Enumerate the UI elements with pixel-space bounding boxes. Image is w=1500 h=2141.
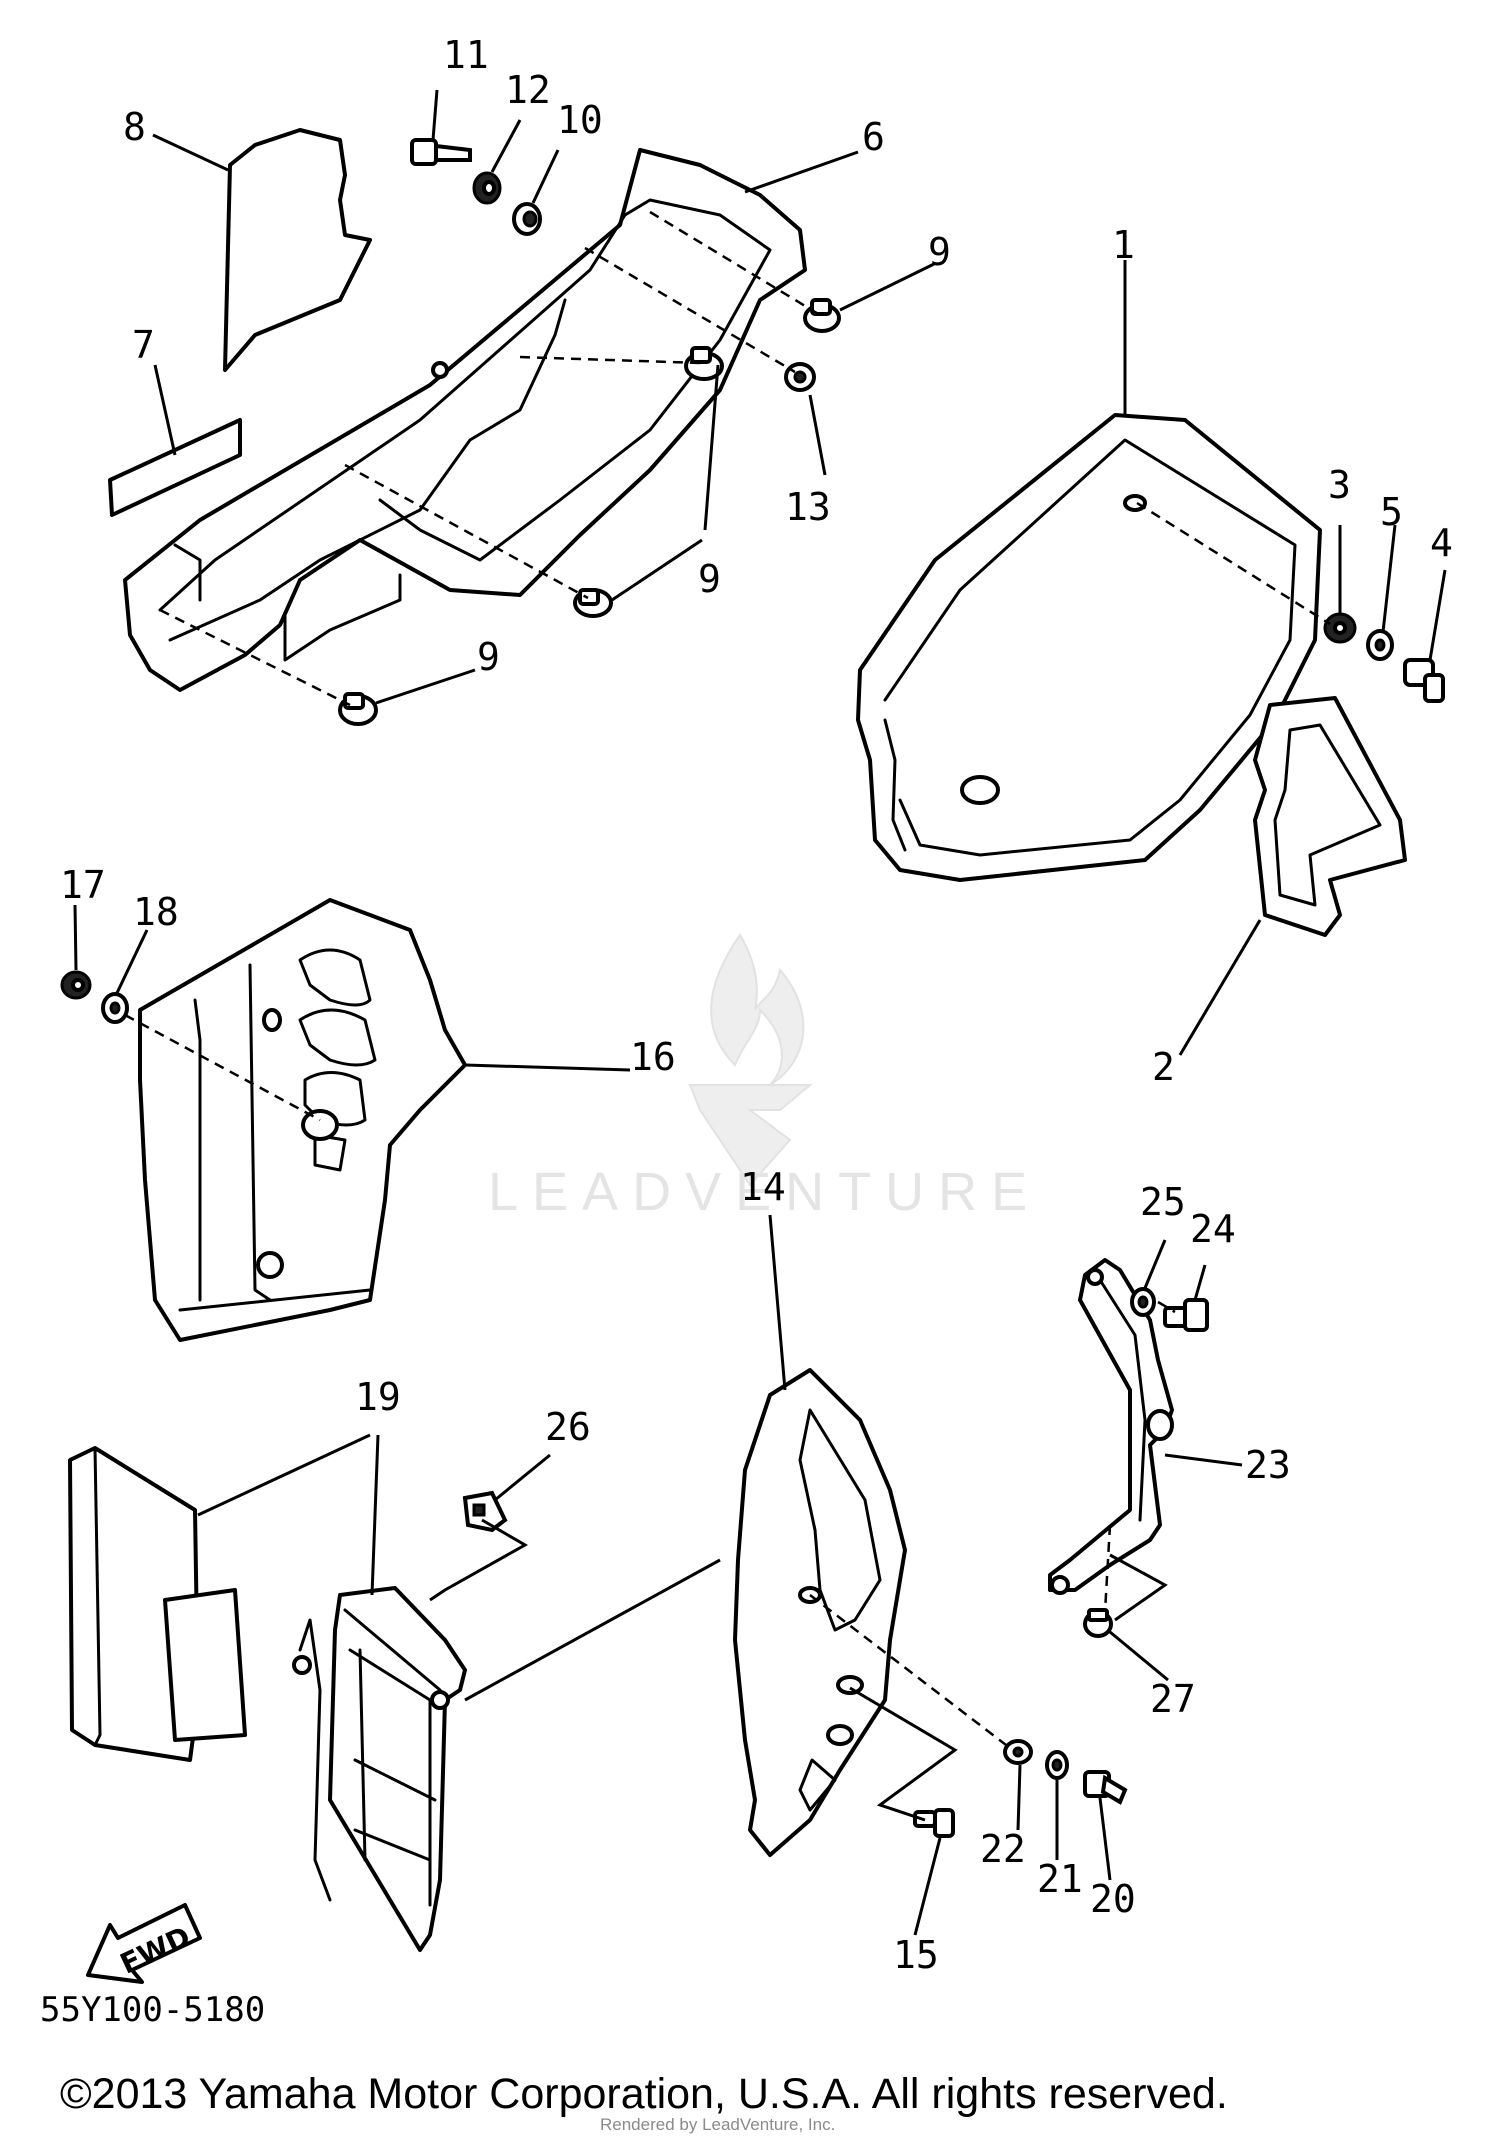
copyright-notice: ©2013 Yamaha Motor Corporation, U.S.A. A… <box>60 2070 1228 2118</box>
callout-16: 16 <box>630 1035 676 1079</box>
callout-4: 4 <box>1430 521 1453 565</box>
callout-9c: 9 <box>477 635 500 679</box>
alignment-lines <box>124 210 1331 1749</box>
callout-22: 22 <box>980 1827 1026 1871</box>
part-25-washer <box>1130 1287 1156 1317</box>
callout-18: 18 <box>133 890 179 934</box>
callout-8: 8 <box>123 105 146 149</box>
callout-9b: 9 <box>698 557 721 601</box>
part-20-bolt <box>1083 1770 1128 1805</box>
callout-24: 24 <box>1190 1207 1236 1251</box>
part-6-side-cover <box>123 148 807 692</box>
callout-1: 1 <box>1112 223 1135 267</box>
callout-27: 27 <box>1150 1677 1196 1721</box>
part-22-washer <box>1003 1739 1033 1765</box>
leader-lines <box>73 89 1447 1936</box>
watermark-text: LEADVENTURE <box>488 1162 1041 1222</box>
part-15-bolt <box>913 1808 955 1838</box>
callout-3: 3 <box>1328 463 1351 507</box>
callout-13: 13 <box>785 485 831 529</box>
part-5-washer <box>1366 629 1394 661</box>
part-9-clip <box>573 588 613 618</box>
part-13-nut <box>784 362 816 392</box>
part-11-bolt <box>410 138 472 166</box>
leadventure-watermark-logo <box>688 933 813 1187</box>
callout-26: 26 <box>545 1405 591 1449</box>
callout-19: 19 <box>355 1375 401 1419</box>
callout-23: 23 <box>1245 1443 1291 1487</box>
rendered-by-notice: Rendered by LeadVenture, Inc. <box>600 2115 836 2134</box>
part-9-clip <box>803 298 841 333</box>
hardware-fasteners <box>60 138 1445 1838</box>
part-16-shroud <box>138 898 467 1342</box>
part-7-shape <box>108 418 242 517</box>
part-2-shape <box>1253 696 1407 937</box>
callout-17: 17 <box>60 863 106 907</box>
callout-9a: 9 <box>928 230 951 274</box>
part-24-bolt <box>1163 1298 1209 1332</box>
diagram-code: 55Y100-5180 <box>40 1990 266 2030</box>
part-23-bracket <box>1048 1258 1174 1595</box>
part-9-clip <box>338 692 378 726</box>
part-21-washer <box>1045 1750 1069 1780</box>
part-18-washer <box>101 992 129 1024</box>
part-3-washer <box>1323 612 1357 644</box>
callout-11: 11 <box>443 33 489 77</box>
part-4-bolt <box>1403 658 1445 703</box>
forward-direction-arrow: FWD <box>86 1903 202 1984</box>
part-26-clip <box>462 1490 508 1533</box>
callout-2: 2 <box>1152 1045 1175 1089</box>
callout-25: 25 <box>1140 1180 1186 1224</box>
part-1-side-cover <box>856 413 1322 882</box>
part-8-shape <box>223 128 372 372</box>
callout-14: 14 <box>740 1165 786 1209</box>
callout-15: 15 <box>893 1933 939 1977</box>
part-27-bolt <box>1083 1608 1113 1638</box>
part-14-side-panel <box>733 1368 907 1857</box>
part-12-washer <box>472 171 502 205</box>
part-10-grommet <box>512 202 542 236</box>
callout-10: 10 <box>557 98 603 142</box>
connection-lines <box>429 1518 1168 1822</box>
callout-21: 21 <box>1037 1857 1083 1901</box>
callout-20: 20 <box>1090 1877 1136 1921</box>
part-17-nut <box>60 970 92 1000</box>
callout-12: 12 <box>505 68 551 112</box>
part-19-radiator-guard <box>68 1446 467 1952</box>
callout-6: 6 <box>862 115 885 159</box>
callout-7: 7 <box>132 323 155 367</box>
callout-labels: 11 12 10 8 6 9 1 7 13 3 5 4 9 9 17 18 16… <box>60 33 1453 1977</box>
part-9-clip <box>684 346 724 381</box>
callout-5: 5 <box>1380 490 1403 534</box>
